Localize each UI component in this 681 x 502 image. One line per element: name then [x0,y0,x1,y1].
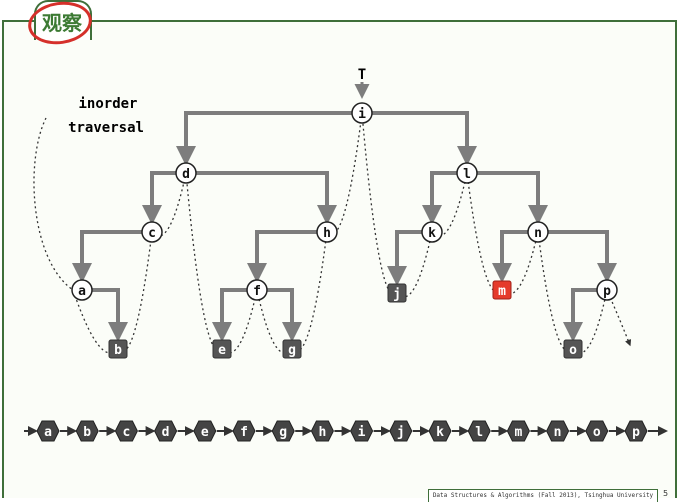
edge-d-c [142,171,186,225]
sequence-item-g: g [271,420,295,442]
svg-text:i: i [358,425,366,440]
sequence-item-k: k [428,420,452,442]
svg-text:n: n [554,425,562,440]
edge-l-n [467,171,548,225]
annotation-line-2: traversal [68,120,144,136]
sequence-item-h: h [310,420,334,442]
node-label-b: b [114,343,122,358]
title-tab [34,0,92,40]
node-label-a: a [78,284,86,299]
node-h: h [316,221,338,243]
node-label-n: n [534,226,542,241]
inorder-sequence: a b c d e f g h i j k l m n o p [24,420,668,442]
node-o: o [563,339,583,359]
node-b: b [108,339,128,359]
edge-f-g [257,288,302,342]
footer: Data Structures & Algorithms (Fall 2013)… [428,489,658,502]
node-label-l: l [463,167,471,182]
svg-text:p: p [632,425,640,440]
svg-text:k: k [436,425,444,440]
node-p: p [596,279,618,301]
page-number: 5 [663,489,669,498]
sequence-item-f: f [232,420,256,442]
svg-text:f: f [240,425,248,440]
node-label-h: h [323,226,331,241]
node-j: j [387,283,407,303]
page-title: 观察 [42,11,82,35]
node-i: i [351,102,373,124]
svg-text:j: j [397,425,405,440]
tree-nodes: i d l c h k n a f p b e g j m o [71,102,618,359]
node-label-p: p [603,284,611,299]
node-e: e [212,339,232,359]
edge-i-l [362,111,477,166]
tree-edges [72,111,617,342]
svg-text:h: h [318,425,326,440]
svg-text:b: b [83,425,91,440]
svg-text:a: a [44,425,52,440]
node-label-g: g [288,343,296,358]
svg-text:d: d [162,425,170,440]
sequence-item-j: j [389,420,413,442]
root-label: T [358,67,366,83]
node-label-i: i [358,107,366,122]
svg-text:o: o [593,425,601,440]
sequence-item-i: i [350,420,374,442]
edge-n-p [538,230,617,283]
edge-p-o [563,288,607,342]
edge-n-m [492,230,538,283]
annotation-line-1: inorder [78,96,137,112]
node-d: d [175,162,197,184]
svg-text:e: e [201,425,209,440]
edge-k-j [387,230,432,286]
sequence-item-l: l [467,420,491,442]
svg-text:m: m [514,425,522,440]
node-m: m [492,280,512,300]
node-k: k [421,221,443,243]
node-label-o: o [569,343,577,358]
edge-c-a [72,230,152,283]
sequence-item-a: a [36,420,60,442]
edge-d-h [186,171,337,225]
node-label-f: f [253,284,261,299]
sequence-item-m: m [506,420,530,442]
node-label-c: c [148,226,156,241]
node-f: f [246,279,268,301]
node-label-m: m [498,284,506,299]
node-label-d: d [182,167,190,182]
sequence-item-c: c [114,420,138,442]
node-l: l [456,162,478,184]
node-c: c [141,221,163,243]
sequence-item-b: b [75,420,99,442]
edge-f-e [212,288,257,342]
slide-frame [2,20,677,498]
svg-text:c: c [122,425,130,440]
sequence-item-o: o [585,420,609,442]
node-g: g [282,339,302,359]
node-label-k: k [428,226,436,241]
edge-l-k [422,171,467,225]
svg-text:g: g [279,425,287,440]
sequence-item-d: d [154,420,178,442]
node-a: a [71,279,93,301]
node-label-j: j [393,287,401,302]
sequence-item-n: n [546,420,570,442]
node-label-e: e [218,343,226,358]
sequence-item-e: e [193,420,217,442]
svg-text:l: l [475,425,483,440]
sequence-item-p: p [624,420,648,442]
edge-i-d [176,111,362,166]
edge-h-f [247,230,327,283]
node-n: n [527,221,549,243]
edge-a-b [82,288,128,342]
